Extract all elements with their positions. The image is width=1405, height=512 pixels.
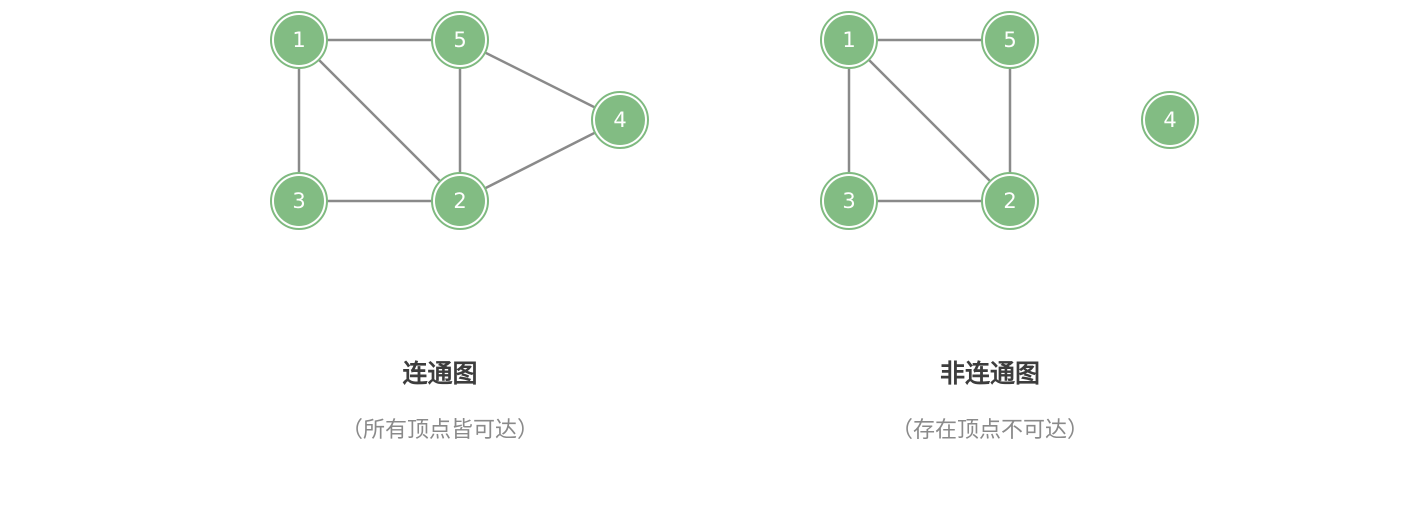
node-fill — [824, 15, 874, 65]
node-5: 5 — [981, 11, 1039, 69]
node-4: 4 — [1141, 91, 1199, 149]
disconnected-graph: 1 5 4 3 2 — [820, 11, 1199, 230]
node-3: 3 — [270, 172, 328, 230]
edge-2-4 — [458, 118, 622, 203]
node-label: 5 — [453, 28, 466, 52]
node-1: 1 — [270, 11, 328, 69]
node-4: 4 — [591, 91, 649, 149]
node-fill — [824, 176, 874, 226]
edge-1-2 — [847, 38, 1012, 203]
node-3: 3 — [820, 172, 878, 230]
node-fill — [274, 15, 324, 65]
node-fill — [435, 15, 485, 65]
edge-5-4 — [458, 38, 622, 122]
node-5: 5 — [431, 11, 489, 69]
node-2: 2 — [981, 172, 1039, 230]
node-1: 1 — [820, 11, 878, 69]
disconnected-graph-subtitle: （存在顶点不可达） — [890, 418, 1089, 443]
node-2: 2 — [431, 172, 489, 230]
node-fill — [985, 176, 1035, 226]
node-fill — [435, 176, 485, 226]
connected-graph: 1 5 4 3 2 — [270, 11, 649, 230]
disconnected-graph-title: 非连通图 — [939, 359, 1040, 388]
node-label: 3 — [292, 189, 305, 213]
node-fill — [274, 176, 324, 226]
disconnected-graph-caption: 非连通图 （存在顶点不可达） — [790, 354, 1190, 444]
node-label: 2 — [1003, 189, 1016, 213]
node-label: 5 — [1003, 28, 1016, 52]
node-label: 4 — [1163, 108, 1176, 132]
edge-1-2 — [297, 38, 462, 203]
node-label: 3 — [842, 189, 855, 213]
node-label: 1 — [842, 28, 855, 52]
node-label: 2 — [453, 189, 466, 213]
connected-graph-caption: 连通图 （所有顶点皆可达） — [240, 354, 640, 444]
node-fill — [985, 15, 1035, 65]
node-fill — [1145, 95, 1195, 145]
node-label: 1 — [292, 28, 305, 52]
connected-graph-title: 连通图 — [402, 359, 478, 388]
node-label: 4 — [613, 108, 626, 132]
connected-graph-subtitle: （所有顶点皆可达） — [340, 418, 539, 443]
node-fill — [595, 95, 645, 145]
